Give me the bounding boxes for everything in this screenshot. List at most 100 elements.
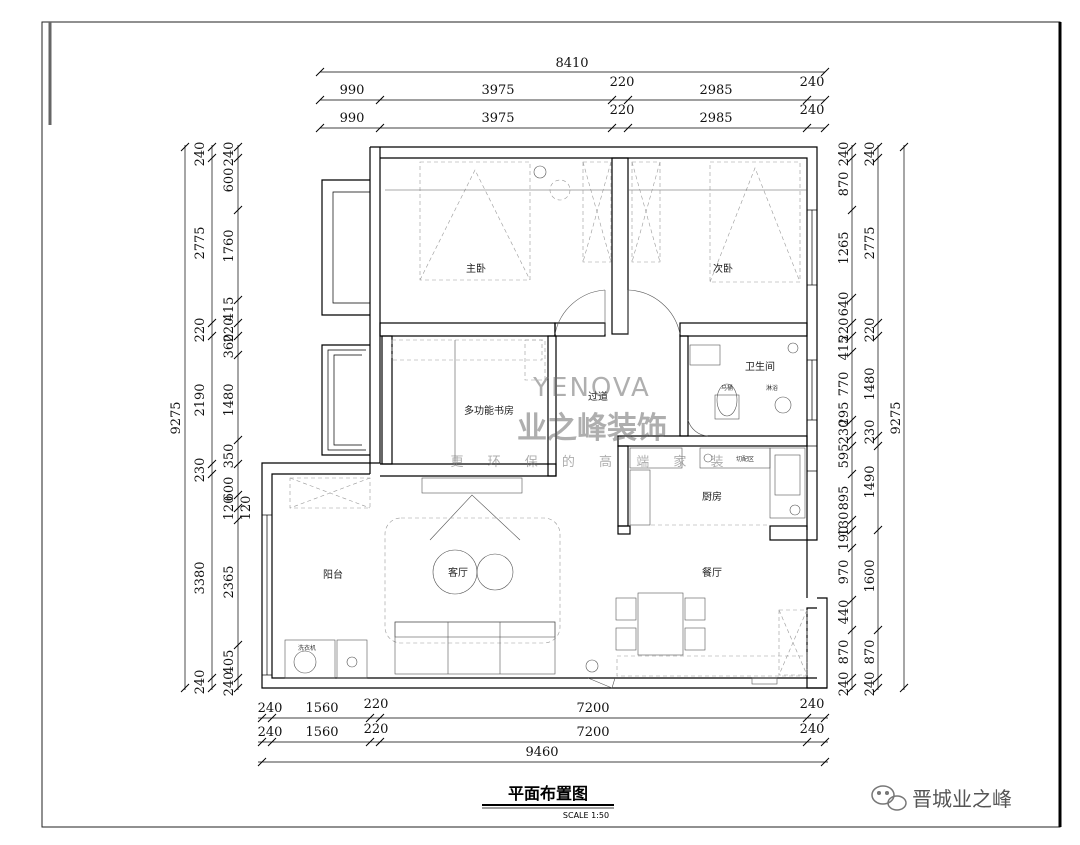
dimension-tick [233, 153, 243, 163]
dimension-tick [267, 737, 277, 747]
dim-left-i3: 1760 [222, 229, 237, 262]
dimension-tick [233, 205, 243, 215]
dimension-tick [873, 331, 883, 341]
dimension-tick [233, 318, 243, 328]
dimension-tick [207, 683, 217, 693]
watermark-en: YENOVA [532, 373, 651, 403]
dimension-tick [820, 95, 830, 105]
dimension-tick [233, 142, 243, 152]
bottom-dimensions: 240 1560 220 7200 240 240 1560 220 7200 … [258, 697, 825, 760]
drawing-scale: SCALE 1:50 [563, 811, 609, 820]
dim-right-m5: 230 [863, 420, 878, 445]
dimension-tick [233, 515, 243, 525]
dimension-tick [873, 673, 883, 683]
dimension-tick [847, 431, 857, 441]
dim-right-i6: 415 [837, 336, 852, 361]
dim-right-total: 9275 [889, 401, 904, 434]
dimension-tick [847, 205, 857, 215]
dimension-tick [607, 123, 617, 133]
dimension-tick [847, 673, 857, 683]
dim-right-i17: 240 [837, 672, 852, 697]
dim-left-i5: 220 [222, 318, 237, 343]
dim-right-i10: 595 [837, 444, 852, 469]
dim-right-m4: 1480 [863, 367, 878, 400]
dim-left-i11: 120 [239, 496, 254, 521]
dim-bottom2-5: 240 [800, 722, 825, 737]
watermark: YENOVA 业之峰装饰 更 环 保 的 高 端 家 装 [451, 373, 724, 470]
dim-top2-5: 240 [800, 103, 825, 118]
dim-right-m7: 1600 [863, 559, 878, 592]
dimension-lines [184, 71, 905, 763]
dimension-tick [233, 683, 243, 693]
dimension-tick [375, 95, 385, 105]
interior-walls [379, 157, 808, 541]
dimension-tick [375, 737, 385, 747]
dimension-tick [233, 350, 243, 360]
dimension-tick [847, 142, 857, 152]
dim-right-m3: 220 [863, 318, 878, 343]
dimension-tick [802, 95, 812, 105]
label-toilet: 马桶 [721, 384, 733, 392]
dimension-tick [365, 737, 375, 747]
dim-right-i15: 440 [837, 600, 852, 625]
brand-badge: 晋城业之峰 [871, 785, 1012, 811]
brand-name: 晋城业之峰 [912, 787, 1012, 811]
wechat-icon [871, 785, 907, 811]
dimension-tick [847, 683, 857, 693]
dimension-tick [820, 713, 830, 723]
dimension-tick [847, 318, 857, 328]
dim-left-i13: 405 [222, 650, 237, 675]
dimension-tick [873, 525, 883, 535]
dim-right-m6: 1490 [863, 465, 878, 498]
room-labels: 主卧 次卧 卫生间 马桶 淋浴 过道 多功能书房 厨房 切配区 客厅 餐厅 阳台… [298, 262, 778, 652]
dimension-tick [873, 142, 883, 152]
dim-bottom2-1: 240 [258, 725, 283, 740]
dimension-tick [820, 67, 830, 77]
top-dimensions: 8410 990 3975 220 2985 240 990 3975 220 … [340, 56, 825, 126]
dimension-tick [315, 67, 325, 77]
dimension-tick [820, 737, 830, 747]
dimension-tick [233, 295, 243, 305]
dimension-tick [375, 713, 385, 723]
dim-left-o2: 2775 [193, 226, 208, 259]
dimension-tick [623, 95, 633, 105]
dim-left-i12: 2365 [222, 565, 237, 598]
dim-right-m2: 2775 [863, 226, 878, 259]
label-prep-area: 切配区 [736, 456, 754, 463]
dim-bottom-5: 240 [800, 697, 825, 712]
dimension-tick [233, 435, 243, 445]
room-corridor: 过道 [588, 390, 608, 403]
dim-top2-2: 3975 [481, 111, 514, 126]
dim-left-i10: 120 [222, 496, 237, 521]
dimension-tick [257, 713, 267, 723]
room-study: 多功能书房 [464, 404, 514, 417]
dim-top-2: 3975 [481, 83, 514, 98]
title-block: 平面布置图 SCALE 1:50 [482, 784, 614, 820]
dimension-tick [847, 469, 857, 479]
dim-left-i4: 415 [222, 297, 237, 322]
label-washer: 洗衣机 [298, 644, 316, 652]
dim-bottom2-4: 7200 [576, 725, 609, 740]
dim-left-i7: 1480 [222, 383, 237, 416]
dim-left-o6: 3380 [193, 561, 208, 594]
dim-right-i2: 870 [837, 172, 852, 197]
drawing-title: 平面布置图 [508, 784, 588, 803]
dimension-tick [802, 713, 812, 723]
dimension-tick [847, 515, 857, 525]
dim-left-o3: 220 [193, 318, 208, 343]
dim-right-i5: 220 [837, 318, 852, 343]
dimension-tick [847, 415, 857, 425]
dimension-tick [257, 737, 267, 747]
dimension-tick [873, 683, 883, 693]
dim-bottom-3: 220 [364, 697, 389, 712]
dimension-tick [233, 459, 243, 469]
dimension-tick [802, 737, 812, 747]
label-shower: 淋浴 [766, 384, 778, 392]
dimension-tick [847, 595, 857, 605]
dimension-tick [233, 640, 243, 650]
dim-left-total: 9275 [169, 401, 184, 434]
dimension-tick [847, 347, 857, 357]
dimension-tick [847, 293, 857, 303]
left-dimensions: 240 2775 220 2190 230 3380 240 9275 240 … [169, 142, 254, 697]
